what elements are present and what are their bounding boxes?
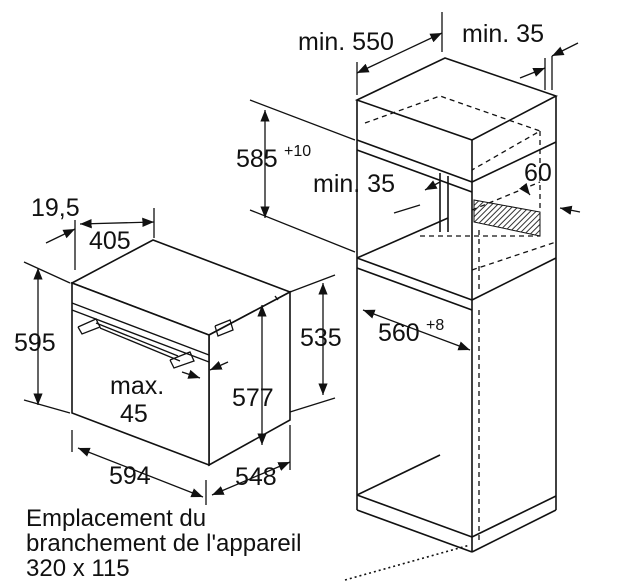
oven: [70, 239, 292, 467]
vent-hatch: [473, 199, 541, 237]
label-back-gap-min: min. 35: [462, 20, 544, 48]
dimension-labels: min. 550 min. 35 585 +10 min. 35 60 560 …: [14, 20, 552, 491]
label-vent-depth: 60: [524, 159, 552, 187]
label-handle-max: max.: [110, 372, 164, 400]
label-oven-offset: 19,5: [31, 194, 80, 222]
label-opening-height-tol: +10: [284, 143, 311, 160]
label-opening-width: 560: [378, 319, 420, 347]
label-opening-height: 585: [236, 145, 278, 173]
label-handle-value: 45: [120, 400, 148, 428]
cabinet-hidden-lines: [364, 95, 557, 540]
connection-caption: Emplacement du branchement de l'appareil…: [26, 506, 366, 581]
label-oven-width: 594: [109, 462, 151, 490]
label-cabinet-depth-min: min. 550: [298, 28, 394, 56]
caption-line-3: 320 x 115: [26, 555, 130, 582]
label-oven-height: 595: [14, 329, 56, 357]
label-opening-width-tol: +8: [426, 317, 444, 334]
dimension-lines: [23, 12, 581, 505]
tall-cabinet: [354, 57, 559, 553]
label-oven-depth: 548: [235, 463, 277, 491]
caption-line-2: branchement de l'appareil: [26, 530, 302, 557]
label-oven-inner-height: 535: [300, 324, 342, 352]
label-oven-depth-top: 405: [89, 227, 131, 255]
oven-details: [71, 295, 279, 369]
caption-line-1: Emplacement du: [26, 505, 207, 532]
label-oven-body-height: 577: [232, 384, 274, 412]
cable-dotted-line: [344, 544, 471, 581]
label-shelf-gap-min: min. 35: [313, 170, 395, 198]
